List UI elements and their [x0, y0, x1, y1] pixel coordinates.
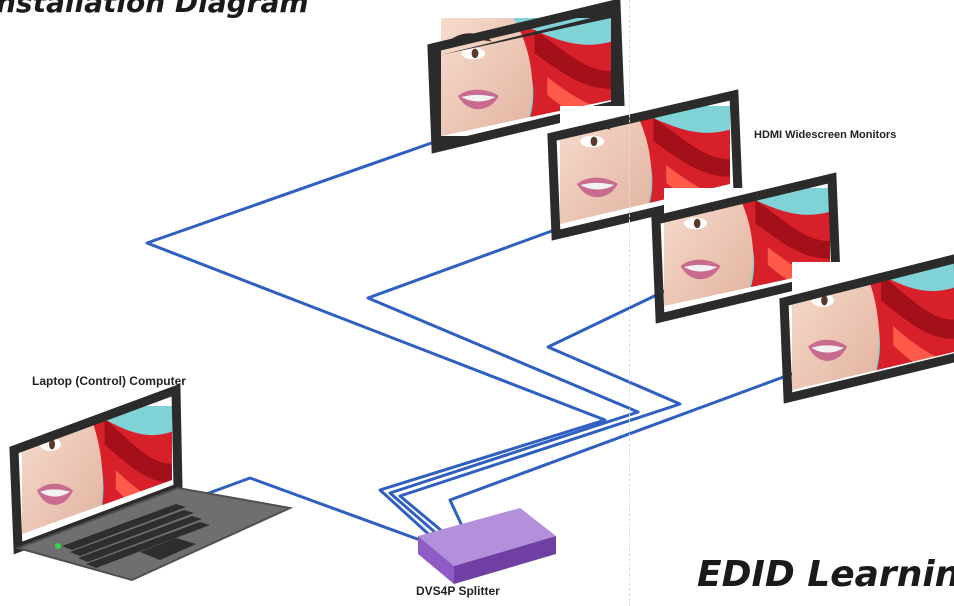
splitter-front	[418, 536, 454, 584]
cable-monitor-1	[145, 138, 607, 542]
monitors-label: HDMI Widescreen Monitors	[754, 129, 897, 141]
laptop-keys	[62, 504, 210, 568]
dashed-divider	[629, 0, 630, 606]
laptop-label: Laptop (Control) Computer	[32, 374, 186, 388]
edid-learning-title: EDID Learning	[697, 554, 954, 595]
monitor-1	[427, 0, 625, 154]
cable-monitor-3	[398, 288, 682, 544]
splitter-label: DVS4P Splitter	[416, 584, 500, 598]
cable-laptop	[189, 476, 421, 542]
indicator-led	[55, 543, 61, 549]
splitter-side	[454, 536, 556, 584]
dvs4p-splitter	[418, 508, 556, 584]
splitter-top	[418, 508, 556, 566]
diagram-title: nstallation Diagram	[0, 0, 309, 19]
monitor-2	[547, 89, 743, 241]
monitor-4	[779, 254, 954, 404]
laptop	[9, 383, 294, 582]
cable-monitor-2	[366, 226, 640, 543]
